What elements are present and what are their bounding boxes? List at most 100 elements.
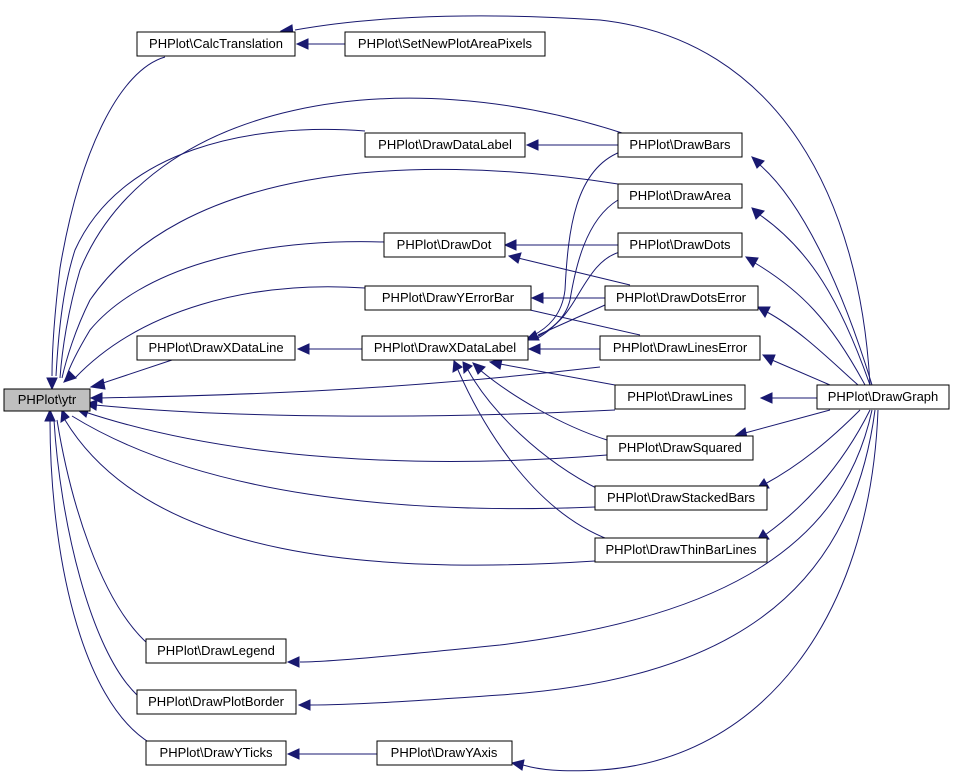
edge-drawgraph-to-drawlegend <box>299 409 873 663</box>
node-label: PHPlot\DrawPlotBorder <box>148 694 284 709</box>
edge-drawyticks-to-ytr <box>49 419 151 744</box>
edge-drawlines-to-drawxdatalabel <box>499 363 616 386</box>
node-label: PHPlot\DrawXDataLine <box>148 340 283 355</box>
arrowhead-icon <box>744 256 759 268</box>
node-draw-bars[interactable]: PHPlot\DrawBars <box>617 132 743 158</box>
node-draw-x-data-line[interactable]: PHPlot\DrawXDataLine <box>136 335 296 361</box>
node-label: PHPlot\DrawLinesError <box>613 340 748 355</box>
node-calc-translation[interactable]: PHPlot\CalcTranslation <box>136 31 296 57</box>
node-label: PHPlot\ytr <box>18 392 77 407</box>
arrowhead-icon <box>295 38 309 50</box>
node-draw-dot[interactable]: PHPlot\DrawDot <box>383 232 506 258</box>
node-draw-legend[interactable]: PHPlot\DrawLegend <box>145 638 287 664</box>
edge-drawlines-to-ytr <box>94 404 616 417</box>
edge-drawdotserror-to-drawdot <box>517 257 631 286</box>
node-draw-graph[interactable]: PHPlot\DrawGraph <box>816 384 950 410</box>
edge-drawgraph-to-drawstackedbars <box>764 409 861 485</box>
node-label: PHPlot\DrawXDataLabel <box>374 340 516 355</box>
node-label: PHPlot\DrawDataLabel <box>378 137 512 152</box>
edge-drawxdataline-to-ytr <box>99 358 176 385</box>
node-label: PHPlot\DrawDots <box>629 237 731 252</box>
arrowhead-icon <box>759 392 773 404</box>
node-draw-thin-bar-lines[interactable]: PHPlot\DrawThinBarLines <box>594 537 768 563</box>
node-label: PHPlot\DrawThinBarLines <box>605 542 757 557</box>
arrowhead-icon <box>510 759 525 771</box>
node-label: PHPlot\SetNewPlotAreaPixels <box>358 36 533 51</box>
edge-calctranslation-to-ytr <box>51 56 166 377</box>
arrowhead-icon <box>286 656 300 668</box>
node-draw-dots-error[interactable]: PHPlot\DrawDotsError <box>604 285 759 311</box>
node-draw-lines-error[interactable]: PHPlot\DrawLinesError <box>599 335 761 361</box>
arrowhead-icon <box>525 139 539 151</box>
node-label: PHPlot\DrawGraph <box>828 389 939 404</box>
edge-drawplotborder-to-ytr <box>53 419 138 696</box>
edge-drawgraph-to-drawbars <box>759 164 873 386</box>
arrowhead-icon <box>527 343 541 355</box>
edge-drawstackedbars-to-drawxdatalabel <box>467 369 601 491</box>
node-ytr[interactable]: PHPlot\ytr <box>3 388 91 412</box>
edge-drawdot-to-ytr <box>65 241 385 379</box>
edge-drawdatalabel-to-ytr <box>55 128 366 377</box>
edges <box>44 15 879 772</box>
node-draw-y-error-bar[interactable]: PHPlot\DrawYErrorBar <box>364 285 532 311</box>
node-draw-y-axis[interactable]: PHPlot\DrawYAxis <box>376 740 513 766</box>
edge-drawsquared-to-ytr <box>84 411 608 462</box>
edge-drawdotserror-to-drawxdatalabel <box>537 304 606 336</box>
edge-drawgraph-to-drawyaxis <box>522 409 879 772</box>
edge-drawbars-to-drawxdatalabel <box>531 151 621 337</box>
node-set-new-plot-area-pixels[interactable]: PHPlot\SetNewPlotAreaPixels <box>344 31 546 57</box>
edge-drawgraph-to-drawthinbarlines <box>764 409 871 536</box>
node-label: PHPlot\DrawDotsError <box>616 290 747 305</box>
node-draw-area[interactable]: PHPlot\DrawArea <box>617 183 743 209</box>
node-draw-y-ticks[interactable]: PHPlot\DrawYTicks <box>145 740 287 766</box>
edge-drawthinbarlines-to-drawxdatalabel <box>457 369 611 541</box>
node-draw-squared[interactable]: PHPlot\DrawSquared <box>606 435 754 461</box>
edge-drawgraph-to-drawplotborder <box>309 409 876 706</box>
edge-drawgraph-to-drawdotserror <box>766 311 859 386</box>
edge-drawgraph-to-drawarea <box>759 214 871 386</box>
arrowhead-icon <box>462 361 473 375</box>
arrowhead-icon <box>530 292 544 304</box>
node-draw-data-label[interactable]: PHPlot\DrawDataLabel <box>364 132 526 158</box>
node-draw-dots[interactable]: PHPlot\DrawDots <box>617 232 743 258</box>
node-label: PHPlot\DrawBars <box>629 137 731 152</box>
edge-drawstackedbars-to-ytr <box>71 415 596 510</box>
edge-drawsquared-to-drawxdatalabel <box>479 369 608 441</box>
edge-drawarea-to-ytr <box>61 168 619 379</box>
arrowhead-icon <box>46 377 58 391</box>
edge-drawgraph-to-drawlineserror <box>771 359 831 386</box>
arrowhead-icon <box>63 370 77 383</box>
arrowhead-icon <box>297 699 311 711</box>
node-draw-plot-border[interactable]: PHPlot\DrawPlotBorder <box>136 689 297 715</box>
edge-drawbars-to-ytr <box>59 97 623 379</box>
arrowhead-icon <box>89 378 106 390</box>
arrowhead-icon <box>84 399 98 411</box>
arrowhead-icon <box>757 306 771 318</box>
edge-drawgraph-to-drawdots <box>754 262 866 386</box>
node-label: PHPlot\DrawStackedBars <box>607 490 756 505</box>
arrowhead-icon <box>60 408 70 423</box>
edge-drawlineserror-to-ytr <box>99 366 601 399</box>
arrowhead-icon <box>507 252 522 264</box>
arrowhead-icon <box>761 354 776 366</box>
edge-drawthinbarlines-to-ytr <box>64 419 596 566</box>
node-label: PHPlot\DrawDot <box>397 237 492 252</box>
node-label: PHPlot\DrawSquared <box>618 440 742 455</box>
node-draw-stacked-bars[interactable]: PHPlot\DrawStackedBars <box>594 485 768 511</box>
node-label: PHPlot\CalcTranslation <box>149 36 283 51</box>
arrowhead-icon <box>452 360 463 373</box>
edge-drawgraph-to-calctranslation <box>294 15 871 386</box>
node-draw-x-data-label[interactable]: PHPlot\DrawXDataLabel <box>361 335 529 361</box>
arrowhead-icon <box>524 330 540 341</box>
edge-drawdots-to-drawxdatalabel <box>537 251 621 339</box>
node-label: PHPlot\DrawLegend <box>157 643 275 658</box>
arrowhead-icon <box>296 343 310 355</box>
node-label: PHPlot\DrawLines <box>627 389 733 404</box>
edge-drawyerrorbar-to-ytr <box>74 286 366 379</box>
arrowhead-icon <box>286 748 300 760</box>
nodes: PHPlot\ytr PHPlot\CalcTranslation PHPlot… <box>3 31 950 766</box>
node-draw-lines[interactable]: PHPlot\DrawLines <box>614 384 746 410</box>
edge-drawlegend-to-ytr <box>56 419 148 644</box>
node-label: PHPlot\DrawYTicks <box>160 745 273 760</box>
